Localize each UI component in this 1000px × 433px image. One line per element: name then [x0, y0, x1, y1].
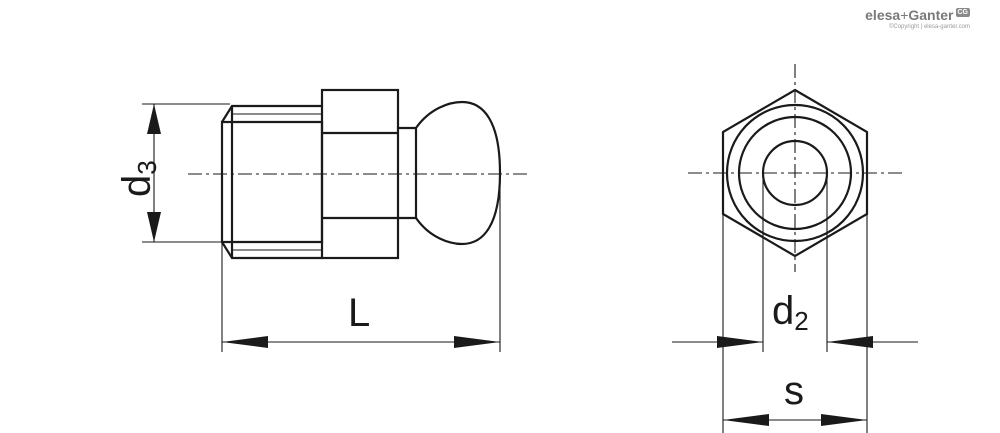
threaded-shank — [220, 120, 324, 244]
L-arrow-right — [454, 336, 500, 348]
d2-label: d2 — [772, 289, 809, 336]
s-arrow-right — [821, 414, 867, 426]
s-arrow-left — [723, 414, 769, 426]
L-label: L — [348, 291, 370, 335]
end-view: d2 s — [672, 64, 918, 433]
d3-label: d3 — [115, 160, 162, 197]
s-label: s — [784, 369, 804, 413]
side-view: d3 L — [115, 88, 530, 352]
copyright-text: ©Copyright | elesa-ganter.com — [888, 24, 970, 30]
brand-badge: CG — [955, 8, 970, 17]
d2-arrow-left — [717, 336, 763, 348]
L-arrow-left — [222, 336, 268, 348]
d3-arrow-top — [147, 104, 161, 134]
shank-chamfer — [221, 104, 322, 260]
d3-arrow-bottom — [147, 212, 161, 242]
ball — [415, 100, 502, 246]
hex-outline — [721, 88, 869, 258]
neck — [398, 126, 418, 220]
d2-arrow-right — [827, 336, 873, 348]
